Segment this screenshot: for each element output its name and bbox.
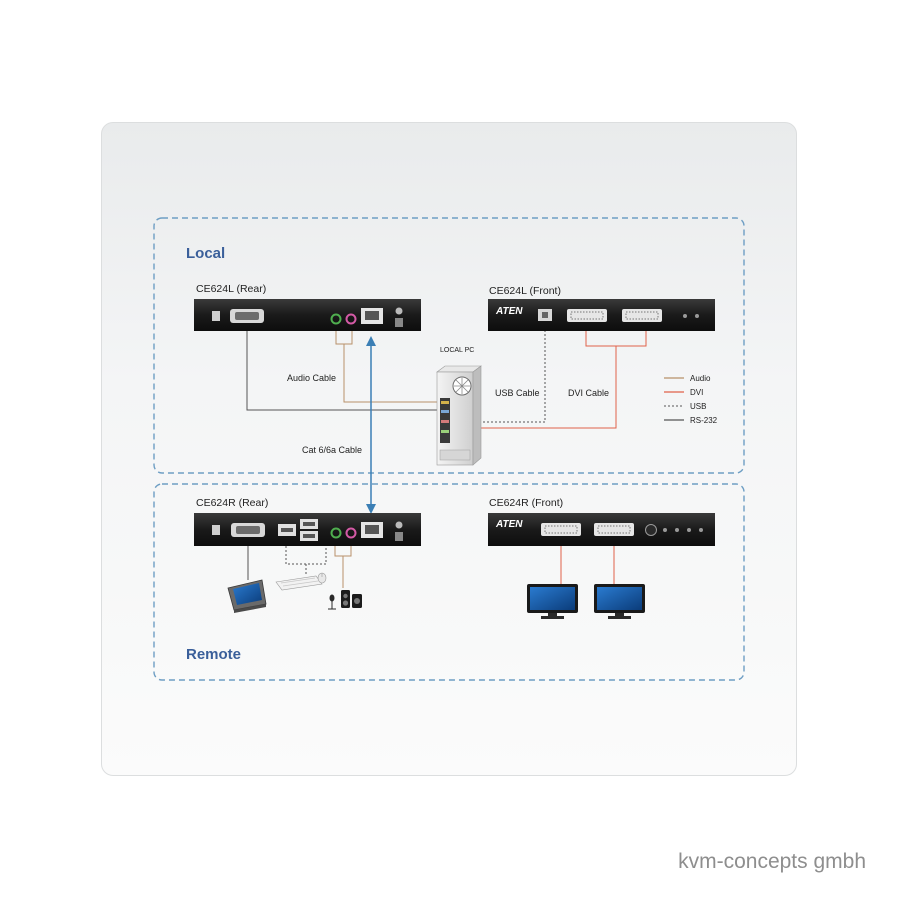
front-button [645,524,657,536]
ground-screw [395,521,403,529]
keyboard-icon [275,575,323,591]
legend: Audio DVI USB RS-232 [664,374,718,425]
audio-cable-remote [334,546,352,557]
power-jack [212,525,220,535]
dvi-cable-local-run [470,346,617,429]
local-pc-icon [436,365,482,466]
mouse-icon [317,572,327,584]
power-jack [212,311,220,321]
audio-cable-local-run [343,344,437,403]
remote-zone-title: Remote [186,646,241,663]
local-zone [153,217,745,474]
power-switch [395,532,403,541]
rs232-cable-local [246,330,437,411]
audio-cable-label: Audio Cable [287,373,336,383]
touch-panel-icon [227,579,267,613]
dvi-port-1 [567,309,607,322]
monitor-2-icon [594,584,645,619]
led-1 [683,314,687,318]
led-2 [675,528,679,532]
remote-rear-title: CE624R (Rear) [196,497,268,509]
legend-audio-label: Audio [690,374,711,383]
led-2 [695,314,699,318]
ce624r-front-device: ATEN [488,513,715,546]
speakers-icon [341,590,362,608]
remote-front-title: CE624R (Front) [489,497,563,509]
cat6-arrow-top [366,336,376,346]
usb-cable-label: USB Cable [495,388,540,398]
dvi-cable-label: DVI Cable [568,388,609,398]
led-1 [663,528,667,532]
usb-cable-local [470,330,546,423]
aten-logo: ATEN [495,306,523,317]
legend-rs232-label: RS-232 [690,416,718,425]
local-zone-title: Local [186,245,225,262]
ce624r-rear-device [194,513,421,546]
ce624l-front-device: ATEN [488,299,715,331]
led-3 [687,528,691,532]
dvi-port-1 [541,523,581,536]
ground-screw [395,307,403,315]
ce624l-rear-device [194,299,421,331]
power-switch [395,318,403,327]
audio-jack-pink [345,313,357,325]
aten-logo: ATEN [495,519,523,530]
audio-jack-green [330,313,342,325]
cat-cable-label: Cat 6/6a Cable [302,445,362,455]
dvi-port-2 [622,309,662,322]
local-pc-label: LOCAL PC [440,347,474,354]
cat6-arrow-bottom [366,504,376,514]
microphone-icon [328,594,336,610]
legend-usb-label: USB [690,402,706,411]
remote-zone [153,483,745,681]
dvi-cable-local [585,330,647,347]
audio-jack-green [330,527,342,539]
local-rear-title: CE624L (Rear) [196,283,266,295]
local-front-title: CE624L (Front) [489,285,561,297]
audio-jack-pink [345,527,357,539]
usb-cable-remote [285,546,327,565]
watermark: kvm-concepts gmbh [678,850,866,873]
monitor-1-icon [527,584,578,619]
cables [246,326,647,588]
legend-dvi-label: DVI [690,388,703,397]
dvi-port-2 [594,523,634,536]
led-4 [699,528,703,532]
